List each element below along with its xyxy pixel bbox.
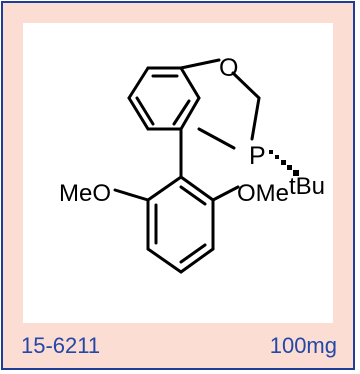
left-pink-band (3, 3, 23, 333)
molecule-diagram: O P tBu MeO OMe (59, 54, 325, 274)
aryl-oxygen-bond (179, 58, 221, 70)
upper-ring-bond-6 (127, 66, 150, 100)
phosphorus-label: P (249, 142, 266, 170)
right-methoxy-bond (211, 185, 240, 202)
stereo-hash-2 (275, 155, 279, 159)
left-methoxy-bond (113, 188, 150, 202)
top-pink-band (3, 3, 353, 23)
right-pink-band (333, 3, 353, 333)
oxygen-label: O (219, 54, 238, 82)
left-methoxy-label: MeO (59, 180, 111, 207)
quantity-label: 100mg (269, 333, 337, 358)
lower-ring-bond-3 (179, 247, 215, 274)
lower-ring-bond-1 (179, 175, 215, 202)
right-methoxy-label: OMe (237, 180, 289, 207)
bottom-pink-band (3, 323, 353, 368)
stereo-hash-bond (269, 150, 299, 176)
stereo-hash-1 (269, 150, 273, 154)
lower-ring-bond-6 (146, 175, 183, 202)
methylene-phosphorus-bond (250, 96, 261, 141)
phosphorus-aryl-bond (197, 127, 236, 150)
upper-ring-bond-2 (179, 66, 201, 100)
oxygen-methylene-bond (231, 71, 261, 100)
stereo-hash-5 (293, 170, 299, 176)
stereo-hash-3 (281, 160, 286, 165)
upper-ring-bond-3 (179, 96, 201, 131)
chemical-structure: O P tBu MeO OMe (23, 23, 333, 323)
lower-ring-bond-4 (146, 247, 183, 274)
lower-ring-double-1 (179, 185, 207, 206)
product-card: O P tBu MeO OMe 15-6211 100mg (1, 1, 355, 370)
lower-ring-double-2 (179, 243, 207, 264)
catalog-number: 15-6211 (21, 333, 101, 358)
stereo-hash-4 (287, 165, 292, 170)
upper-ring-bond-5 (127, 96, 150, 131)
upper-ring-double-2 (135, 96, 155, 126)
upper-ring-double-3 (172, 99, 191, 126)
tert-butyl-label: tBu (289, 173, 325, 200)
